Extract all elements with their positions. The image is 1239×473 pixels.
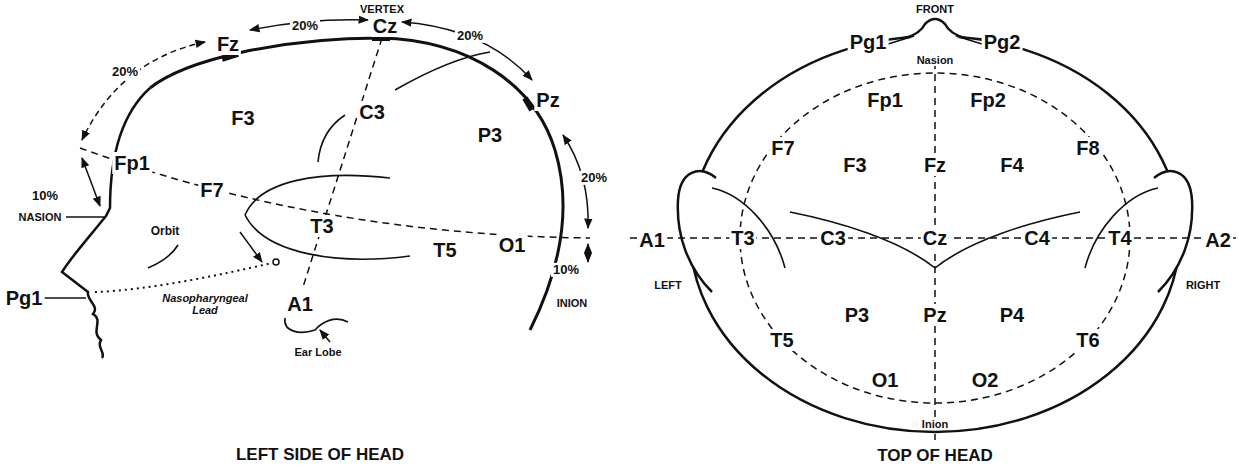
electrode-label: T3 <box>729 227 756 249</box>
landmark-label: Nasopharyngeal Lead <box>153 292 257 316</box>
landmark-label: RIGHT <box>1184 279 1222 291</box>
electrode-label: Fp2 <box>968 89 1008 111</box>
brain-sulcus <box>1085 188 1158 268</box>
electrode-label: P3 <box>476 124 504 146</box>
landmark-label: Orbit <box>149 225 182 238</box>
landmark-label: INION <box>555 297 590 309</box>
brain-outline <box>245 215 410 259</box>
percent-arrow <box>240 232 262 262</box>
brain-sulcus <box>956 36 982 44</box>
measurement-line <box>934 62 936 440</box>
landmark-label: Inion <box>920 418 950 430</box>
lead-tip <box>42 217 279 298</box>
brain-outline <box>285 318 348 332</box>
electrode-label: O1 <box>870 369 901 391</box>
brain-sulcus <box>888 36 914 44</box>
electrode-label: Fz <box>215 33 241 55</box>
electrode-label: F3 <box>841 154 868 176</box>
landmark-label: FRONT <box>914 3 956 15</box>
head-profile <box>150 38 563 330</box>
electrode-label: F7 <box>198 179 225 201</box>
electrode-label: Pg1 <box>848 31 889 53</box>
brain-sulcus <box>712 188 785 268</box>
lead-tip <box>42 297 86 299</box>
electrode-label: F4 <box>998 154 1025 176</box>
percent-label: 20% <box>110 65 140 79</box>
brain-outline <box>245 175 390 215</box>
percent-label: 20% <box>290 19 320 33</box>
brain-outline <box>148 245 178 268</box>
percent-label: 20% <box>455 29 485 43</box>
percent-label: 10% <box>551 263 581 277</box>
electrode-label: T5 <box>768 329 795 351</box>
measurement-line <box>80 148 590 238</box>
lead-tip <box>273 259 279 265</box>
lead-tip <box>66 216 104 218</box>
head-top-outline <box>905 19 965 38</box>
electrode-label: T5 <box>431 239 458 261</box>
percent-arrow <box>82 20 588 342</box>
percent-label: 20% <box>579 171 609 185</box>
electrode-label: C4 <box>1022 227 1052 249</box>
percent-arrow <box>402 22 532 80</box>
electrode-label: T6 <box>1074 329 1101 351</box>
electrode-label: T4 <box>1106 227 1133 249</box>
landmark-label: NASION <box>17 211 64 223</box>
electrode-label: C3 <box>818 227 848 249</box>
electrode-label: F8 <box>1074 137 1101 159</box>
electrode-label: O2 <box>970 369 1001 391</box>
nasopharyngeal-lead <box>95 263 272 292</box>
electrode-label: C3 <box>357 101 387 123</box>
electrode-label: T3 <box>308 215 335 237</box>
head-profile <box>62 38 563 358</box>
electrode-label: Cz <box>371 15 399 37</box>
head-profile <box>62 88 150 358</box>
percent-arrow <box>320 330 330 342</box>
nasopharyngeal-lead <box>95 263 272 292</box>
electrode-label: F3 <box>229 107 256 129</box>
electrode-label: Fp1 <box>865 89 905 111</box>
electrode-tick <box>222 38 532 110</box>
electrode-label: O1 <box>497 234 528 256</box>
head-top-outline <box>678 171 716 292</box>
electrode-label: F7 <box>769 137 796 159</box>
electrode-label: Fp1 <box>112 152 152 174</box>
landmark-label: VERTEX <box>358 3 406 15</box>
percent-arrow <box>82 42 205 140</box>
electrode-label: Pg2 <box>982 31 1023 53</box>
electrode-label: Pg1 <box>4 287 45 309</box>
landmark-label: Ear Lobe <box>292 346 343 358</box>
percent-arrow <box>82 158 100 206</box>
electrode-label: A1 <box>285 293 315 315</box>
electrode-label: Pz <box>534 89 561 111</box>
percent-arrow <box>587 244 589 262</box>
brain-outline <box>395 52 490 90</box>
percent-label: 10% <box>30 189 60 203</box>
measurement-line <box>303 38 382 287</box>
brain-outline <box>318 115 345 162</box>
electrode-label: P4 <box>998 304 1026 326</box>
electrode-label: Fz <box>922 154 948 176</box>
landmark-label: LEFT <box>652 279 684 291</box>
measurement-line <box>80 38 590 287</box>
measurement-line <box>630 62 1236 440</box>
electrode-label: A2 <box>1203 229 1233 251</box>
brain-outline <box>148 52 490 332</box>
electrode-label: A1 <box>637 229 667 251</box>
panel-caption: TOP OF HEAD <box>875 447 995 466</box>
head-top-outline <box>1154 171 1192 292</box>
electrode-label: Pz <box>921 304 948 326</box>
electrode-tick <box>525 98 532 110</box>
electrode-label: Cz <box>921 227 949 249</box>
panel-caption: LEFT SIDE OF HEAD <box>234 446 406 465</box>
head-top-outline <box>690 36 1180 432</box>
electrode-label: P3 <box>843 304 871 326</box>
landmark-label: Nasion <box>915 54 956 66</box>
